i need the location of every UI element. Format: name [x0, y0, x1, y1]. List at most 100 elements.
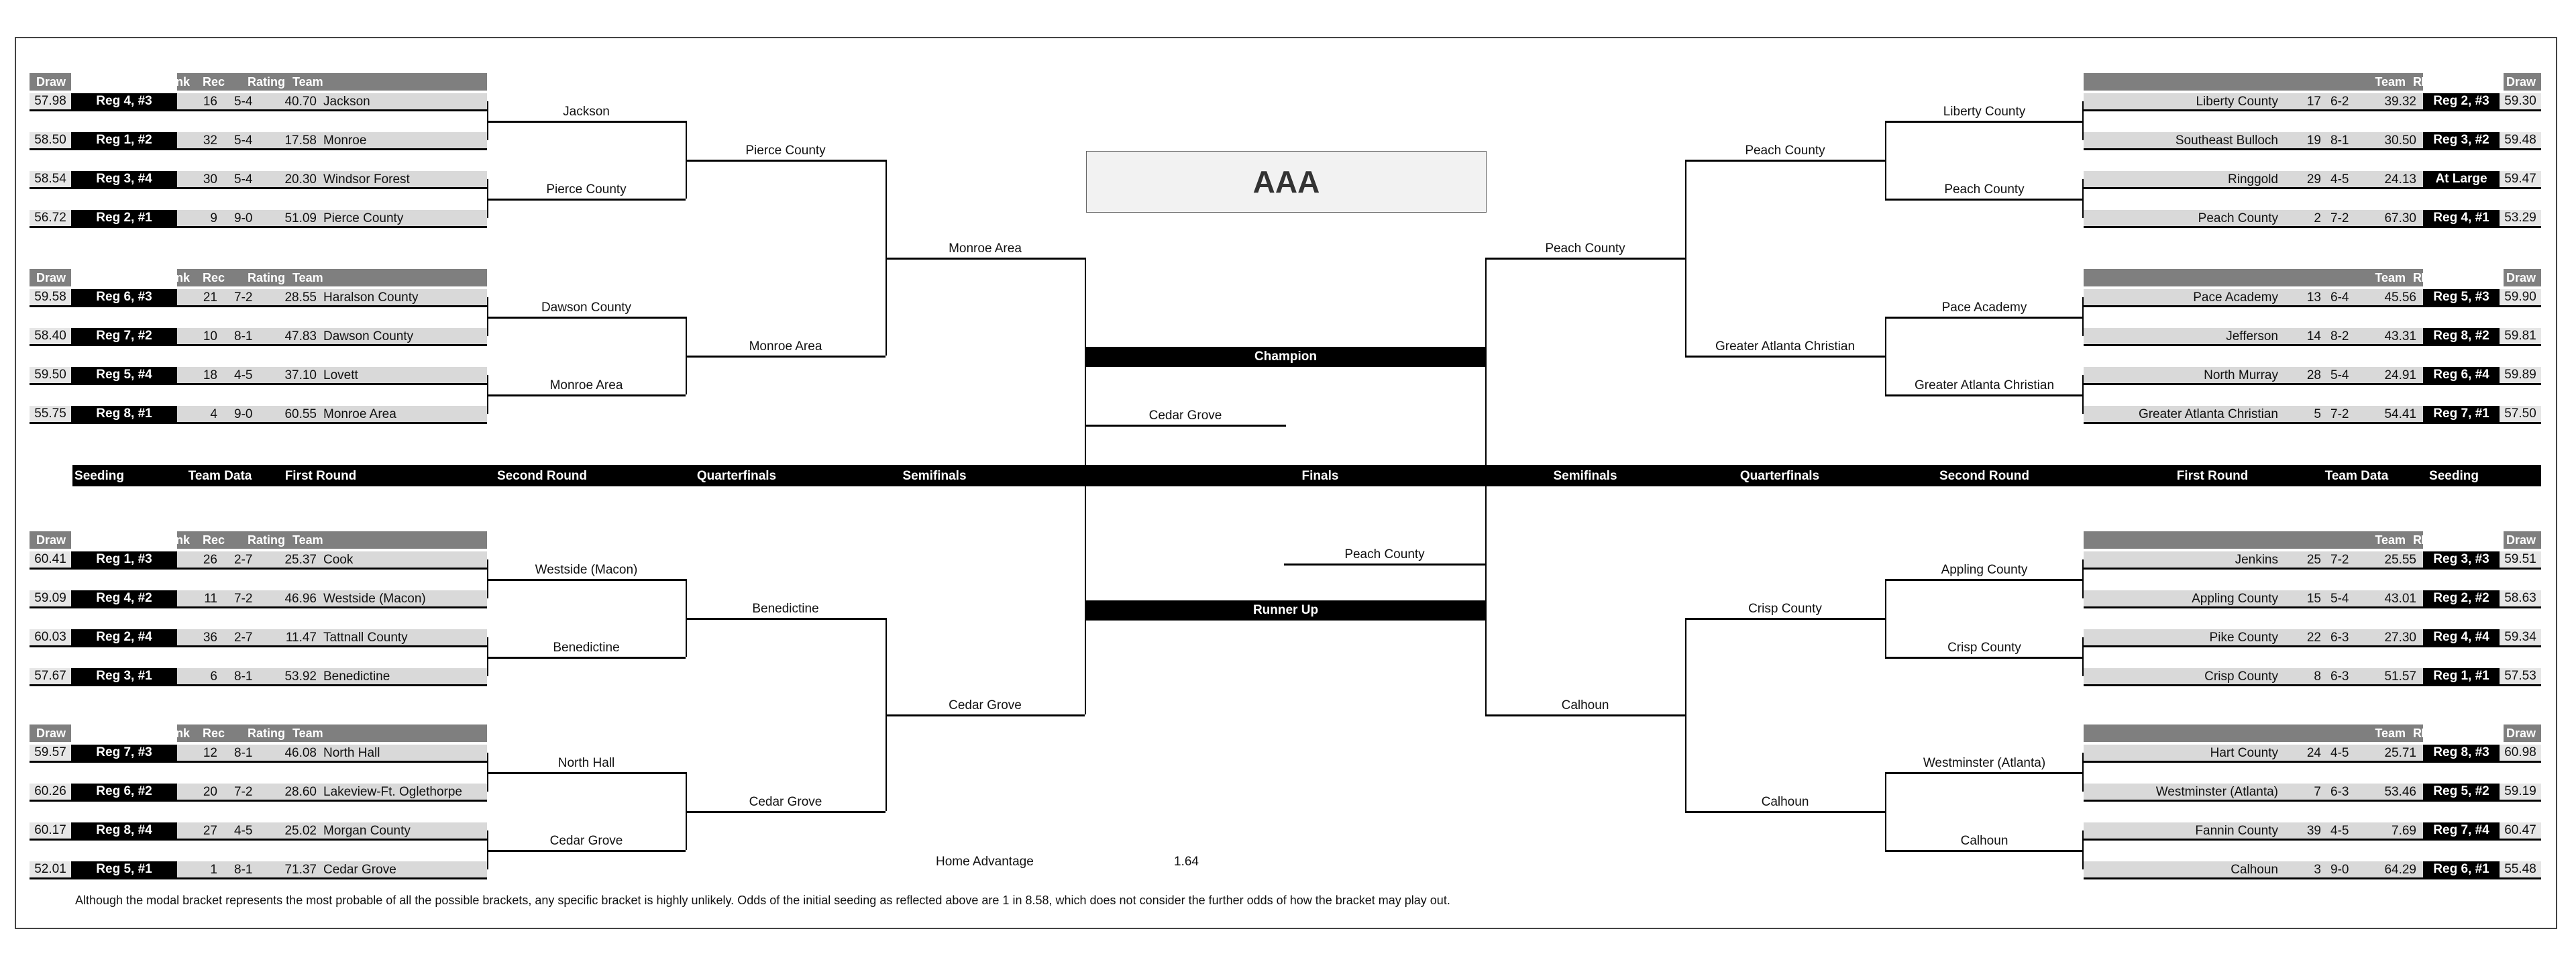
seed-badge: Reg 7, #4 — [2423, 822, 2500, 839]
rank-value: 11 — [204, 592, 217, 606]
home-advantage-label: Home Advantage — [936, 855, 1034, 869]
seed-badge: Reg 1, #1 — [2423, 668, 2500, 684]
round-header-bar: Seeding Team Data First Round Second Rou… — [72, 465, 2541, 486]
team-header: Team — [2375, 75, 2406, 89]
record-value: 6-3 — [2330, 669, 2349, 684]
rank-value: 16 — [203, 95, 217, 109]
rank-value: 30 — [203, 172, 217, 186]
second-round-winner: Peach County — [1944, 182, 2025, 197]
record-value: 8-1 — [234, 329, 253, 343]
seed-badge: Reg 5, #4 — [71, 367, 177, 383]
finalist-bottom: Peach County — [1344, 547, 1425, 561]
seed-badge: Reg 7, #3 — [71, 745, 177, 761]
draw-value: 57.50 — [2500, 406, 2541, 422]
seed-badge: Reg 8, #1 — [71, 406, 177, 422]
team-name: Crisp County — [2204, 669, 2278, 684]
rank-value: 28 — [2306, 368, 2321, 382]
rating-value: 28.55 — [284, 290, 317, 305]
team-table-header-right: TeamRankRecRatingDraw — [2084, 73, 2541, 91]
rating-header: Rating — [248, 727, 285, 740]
seed-badge: Reg 6, #4 — [2423, 367, 2500, 383]
draw-value: 60.47 — [2500, 822, 2541, 839]
header-gap — [2423, 724, 2504, 742]
team-name: Peach County — [2198, 211, 2278, 225]
rank-value: 21 — [203, 290, 217, 305]
team-name: Monroe Area — [323, 407, 396, 421]
draw-value: 60.41 — [30, 551, 71, 568]
rating-value: 11.47 — [285, 631, 317, 645]
record-value: 6-2 — [2330, 95, 2349, 109]
rank-value: 36 — [203, 631, 217, 645]
rating-value: 25.55 — [2384, 553, 2416, 567]
rating-value: 53.92 — [284, 669, 317, 684]
seed-badge: Reg 6, #2 — [71, 784, 177, 800]
bracket-connector — [487, 121, 686, 123]
bracket-connector — [1685, 356, 1885, 358]
record-value: 4-5 — [2330, 746, 2349, 760]
rank-value: 24 — [2306, 746, 2321, 760]
bracket-connector — [487, 657, 686, 659]
draw-header: Draw — [2506, 271, 2536, 284]
bracket-connector — [686, 356, 885, 358]
rating-header: Rating — [248, 271, 285, 284]
record-value: 7-2 — [2330, 553, 2349, 567]
rating-value: 64.29 — [2384, 863, 2416, 877]
seed-badge: Reg 2, #2 — [2423, 590, 2500, 606]
round-second-left: Second Round — [496, 469, 588, 483]
team-name: Southeast Bulloch — [2175, 133, 2278, 148]
rank-value: 29 — [2306, 172, 2321, 186]
round-seeding-right: Seeding — [2429, 469, 2479, 483]
draw-value: 57.53 — [2500, 668, 2541, 684]
rank-value: 15 — [2306, 592, 2321, 606]
seed-badge: Reg 2, #1 — [71, 210, 177, 226]
rank-value: 17 — [2306, 95, 2321, 109]
header-gap — [71, 531, 177, 549]
record-value: 6-3 — [2330, 785, 2349, 799]
rank-header: Rank — [160, 271, 191, 284]
team-name: Jackson — [323, 95, 370, 109]
team-name: Dawson County — [323, 329, 414, 343]
bracket-connector — [1685, 618, 1686, 811]
seed-badge: Reg 8, #3 — [2423, 745, 2500, 761]
second-round-winner: North Hall — [557, 756, 615, 770]
round-first-right: First Round — [2176, 469, 2249, 483]
record-value: 8-1 — [2330, 133, 2349, 148]
rank-value: 9 — [210, 211, 217, 225]
bracket-connector — [1885, 317, 1886, 394]
seed-badge: Reg 2, #4 — [71, 629, 177, 645]
draw-value: 52.01 — [30, 861, 71, 877]
record-value: 8-1 — [234, 746, 253, 760]
second-round-winner: Dawson County — [541, 301, 632, 315]
finalist-top: Cedar Grove — [1148, 409, 1222, 423]
rank-value: 12 — [203, 746, 217, 760]
round-seeding-left: Seeding — [74, 469, 124, 483]
record-value: 5-4 — [234, 133, 253, 148]
seed-badge: Reg 4, #1 — [2423, 210, 2500, 226]
record-value: 4-5 — [234, 368, 253, 382]
record-value: 7-2 — [234, 592, 253, 606]
rec-header: Rec — [203, 271, 225, 284]
record-value: 6-4 — [2330, 290, 2349, 305]
draw-header: Draw — [36, 727, 66, 740]
rank-header: Rank — [160, 533, 191, 547]
draw-header: Draw — [36, 271, 66, 284]
draw-value: 56.72 — [30, 210, 71, 226]
seed-badge: Reg 4, #4 — [2423, 629, 2500, 645]
record-value: 8-1 — [234, 669, 253, 684]
team-table-header-right: TeamRankRecRatingDraw — [2084, 269, 2541, 286]
team-header: Team — [2375, 271, 2406, 284]
rank-header: Rank — [160, 727, 191, 740]
header-gap — [2423, 531, 2504, 549]
rating-value: 24.91 — [2384, 368, 2416, 382]
